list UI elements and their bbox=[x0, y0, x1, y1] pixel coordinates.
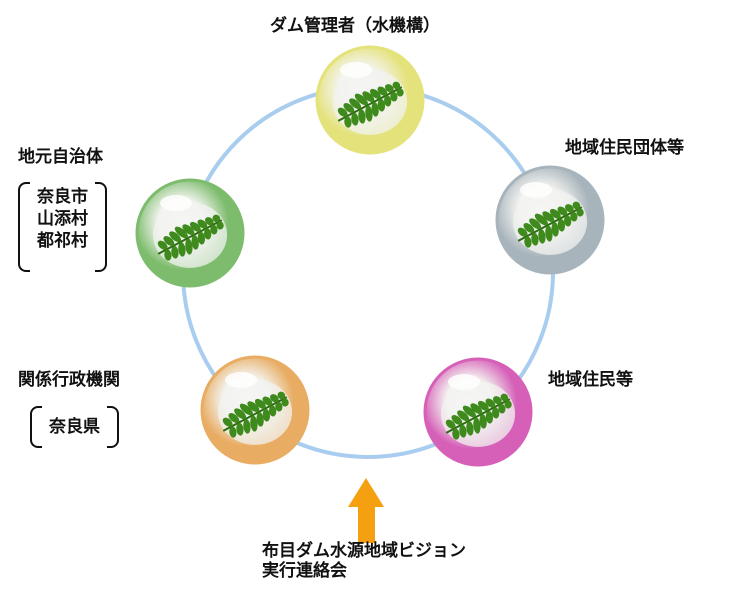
orange-orb bbox=[200, 355, 310, 465]
fern-leaf-icon bbox=[157, 214, 224, 261]
orb-group bbox=[135, 45, 605, 467]
member-yamazoe-village: 山添村 bbox=[37, 209, 88, 229]
left-bracket bbox=[18, 182, 30, 272]
fern-leaf-icon bbox=[445, 393, 512, 440]
resident-groups-label: 地域住民団体等 bbox=[565, 138, 684, 158]
administrative-agencies-members: 奈良県 bbox=[30, 406, 119, 448]
left-bracket bbox=[30, 406, 42, 448]
vision-committee-line1: 布目ダム水源地域ビジョン bbox=[262, 541, 466, 561]
gray-orb bbox=[495, 165, 605, 275]
pink-orb bbox=[423, 357, 533, 467]
local-government-label: 地元自治体 bbox=[18, 147, 103, 167]
fern-leaf-icon bbox=[222, 391, 289, 438]
dam-manager-label: ダム管理者（水機構） bbox=[270, 16, 440, 36]
member-nara-city: 奈良市 bbox=[37, 187, 88, 207]
residents-label: 地域住民等 bbox=[548, 370, 633, 390]
arrow-up-icon bbox=[348, 478, 384, 543]
administrative-agencies-label: 関係行政機関 bbox=[18, 370, 120, 390]
member-tsuge-village: 都祁村 bbox=[37, 231, 88, 251]
member-nara-prefecture: 奈良県 bbox=[49, 417, 100, 437]
right-bracket bbox=[95, 182, 107, 272]
local-government-members: 奈良市 山添村 都祁村 bbox=[18, 182, 107, 272]
fern-leaf-icon bbox=[517, 201, 584, 248]
vision-committee-label: 布目ダム水源地域ビジョン 実行連絡会 bbox=[262, 541, 466, 581]
green-orb bbox=[135, 178, 245, 288]
right-bracket bbox=[107, 406, 119, 448]
vision-committee-line2: 実行連絡会 bbox=[262, 561, 347, 581]
yellow-orb bbox=[315, 45, 425, 155]
fern-leaf-icon bbox=[337, 81, 404, 128]
